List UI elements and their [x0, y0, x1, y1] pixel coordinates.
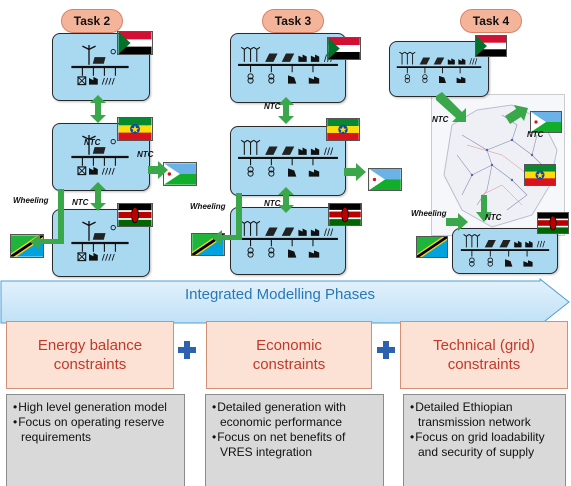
task-3-label: Task 3 — [262, 9, 324, 33]
ntc-label: NTC — [432, 115, 449, 124]
task-4-arrows — [436, 92, 528, 231]
phase-economic-details: Detailed generation with economic perfor… — [205, 394, 384, 486]
plus-icon — [377, 341, 395, 359]
ntc-label: NTC — [72, 198, 89, 207]
phase-title-line1: Economic — [256, 337, 322, 354]
wheeling-label: Wheeling — [13, 196, 49, 205]
integrated-phases-label: Integrated Modelling Phases — [184, 286, 376, 303]
phase-economic: Economic constraints — [206, 321, 372, 389]
task-4-label: Task 4 — [460, 9, 522, 33]
phase-energy-balance: Energy balance constraints — [6, 321, 174, 389]
flag-sudan-icon — [117, 31, 153, 55]
task-3-arrows — [212, 97, 366, 246]
flag-sudan-icon — [475, 35, 507, 57]
flag-ethiopia-icon — [117, 117, 153, 141]
flag-sudan-icon — [327, 37, 361, 60]
ntc-label: NTC — [527, 130, 544, 139]
wheeling-label: Wheeling — [411, 209, 447, 218]
detail-bullet: Focus on grid loadability and security o… — [410, 430, 559, 460]
flag-tanzania-icon — [10, 234, 44, 258]
flag-tanzania-icon — [191, 233, 225, 256]
flag-ethiopia-icon — [326, 118, 360, 141]
detail-bullet: Detailed Ethiopian transmission network — [410, 400, 559, 430]
flag-djibouti-icon — [530, 111, 562, 133]
flag-kenya-icon — [537, 212, 569, 234]
flag-kenya-icon — [328, 203, 362, 226]
plus-icon — [178, 341, 196, 359]
sudan-node — [230, 33, 346, 103]
ntc-label: NTC — [137, 150, 154, 159]
sudan-node — [389, 41, 489, 97]
ntc-label: NTC — [84, 138, 101, 147]
detail-bullet: Focus on net benefits of VRES integratio… — [212, 430, 377, 460]
flag-djibouti-icon — [368, 168, 402, 191]
phase-title-line2: constraints — [447, 356, 521, 373]
ntc-label: NTC — [264, 102, 281, 111]
phase-title-line2: constraints — [53, 356, 127, 373]
phase-technical: Technical (grid) constraints — [400, 321, 568, 389]
flag-kenya-icon — [117, 203, 153, 227]
phase-title-line1: Energy balance — [37, 337, 143, 354]
phase-energy-balance-details: High level generation model Focus on ope… — [6, 394, 185, 486]
wheeling-label: Wheeling — [190, 202, 226, 211]
task-2-label: Task 2 — [61, 9, 123, 33]
ntc-label: NTC — [485, 213, 502, 222]
ntc-label: NTC — [264, 199, 281, 208]
detail-bullet: Focus on operating reserve requirements — [13, 415, 178, 445]
task-2-arrows — [30, 95, 168, 250]
flag-ethiopia-icon — [524, 164, 556, 186]
detail-bullet: Detailed generation with economic perfor… — [212, 400, 377, 430]
phase-title-line1: Technical (grid) — [433, 337, 535, 354]
phase-title-line2: constraints — [252, 356, 326, 373]
phase-technical-details: Detailed Ethiopian transmission network … — [403, 394, 566, 486]
detail-bullet: High level generation model — [13, 400, 178, 415]
flag-tanzania-icon — [416, 236, 448, 258]
kenya-node — [452, 228, 558, 274]
